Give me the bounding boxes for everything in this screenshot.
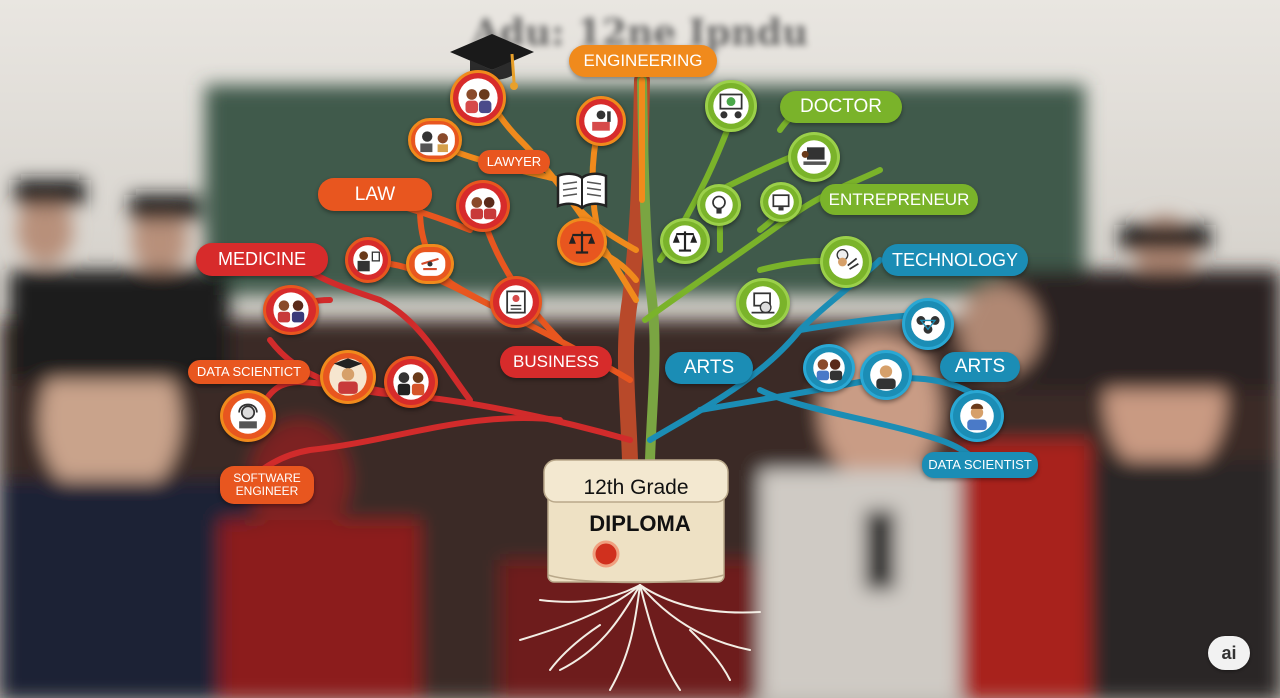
- label-arts-center: ARTS: [665, 352, 753, 384]
- framed-document-icon: [490, 276, 542, 328]
- tree-roots: [519, 584, 761, 691]
- businessman-icon: [345, 237, 391, 283]
- label-medicine: MEDICINE: [196, 243, 328, 276]
- label-arts-right: ARTS: [940, 352, 1020, 382]
- diploma-line1: 12th Grade: [583, 476, 688, 499]
- label-lawyer: LAWYER: [478, 150, 550, 174]
- label-law: LAW: [318, 178, 432, 211]
- monitor-icon: [760, 182, 802, 222]
- people-discussion-icon: [408, 118, 462, 162]
- label-doctor: DOCTOR: [780, 91, 902, 123]
- workstation-icon: [576, 96, 626, 146]
- label-technology: TECHNOLOGY: [882, 244, 1028, 276]
- diploma-seal-icon: [592, 540, 620, 568]
- lightbulb-icon: [697, 184, 741, 226]
- couple-icon: [456, 180, 510, 232]
- diploma-line2: DIPLOMA: [589, 511, 691, 536]
- presentation-icon: [705, 80, 757, 132]
- label-data-scientist-left: DATA SCIENTICT: [188, 360, 310, 384]
- scales-of-justice-icon: [557, 218, 607, 266]
- women-pair-icon: [803, 344, 855, 392]
- operator-headset-icon: [220, 390, 276, 442]
- study-desk-icon: [736, 278, 790, 328]
- computer-desk-icon: [788, 132, 840, 182]
- label-software-engineer: SOFTWARE ENGINEER: [220, 466, 314, 504]
- woman-portrait-icon: [950, 390, 1004, 442]
- graduate-man-icon: [320, 350, 376, 404]
- label-entrepreneur: ENTREPRENEUR: [820, 184, 978, 215]
- label-data-scientist-right: DATA SCIENTIST: [922, 452, 1038, 478]
- man-portrait-icon: [860, 350, 912, 400]
- label-software-engineer-line2: ENGINEER: [235, 484, 299, 498]
- label-engineering: ENGINEERING: [569, 45, 717, 77]
- label-business: BUSINESS: [500, 346, 612, 378]
- diploma-scroll: 12th Grade DIPLOMA: [543, 459, 729, 584]
- students-pair-icon: [384, 356, 438, 408]
- sketch-tools-icon: [406, 244, 454, 284]
- scales-icon: [660, 218, 710, 264]
- open-book-icon: [554, 168, 610, 212]
- graduates-icon: [450, 70, 506, 126]
- label-software-engineer-line1: SOFTWARE: [233, 471, 301, 486]
- doctor-team-icon: [263, 285, 319, 335]
- ai-watermark-badge: ai: [1208, 636, 1250, 670]
- network-team-icon: [902, 298, 954, 350]
- chef-icon: [820, 236, 872, 288]
